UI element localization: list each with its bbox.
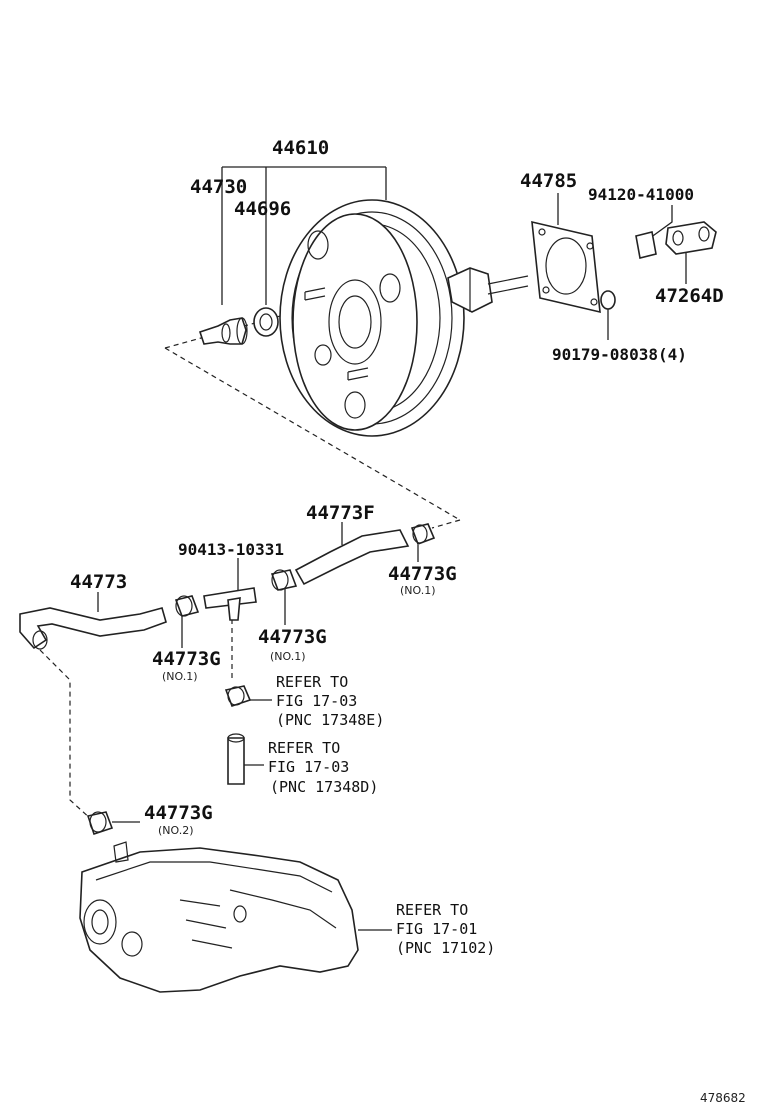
clamp-left	[174, 595, 200, 617]
part-number-44730: 44730	[190, 176, 247, 198]
refer-callout-17348D: REFER TO FIG 17-03 (PNC 17348D)	[268, 739, 378, 796]
gasket-plate	[531, 220, 601, 314]
note-no1-mid: (NO.1)	[270, 650, 306, 663]
note-no1-left: (NO.1)	[162, 670, 198, 683]
hose-44773	[19, 607, 167, 650]
hose-refer-17348D	[227, 733, 245, 785]
refer-line-2: FIG 17-03	[276, 692, 357, 710]
grommet	[253, 307, 279, 337]
note-no1-right: (NO.1)	[400, 584, 436, 597]
part-number-44610: 44610	[272, 137, 329, 159]
intake-manifold	[79, 841, 359, 993]
tee-connector	[203, 587, 257, 621]
clamp-right	[410, 523, 436, 546]
refer-callout-17102: REFER TO FIG 17-01 (PNC 17102)	[396, 901, 495, 957]
refer-line-2: FIG 17-03	[268, 758, 349, 776]
hose-44773F	[294, 529, 410, 586]
clamp-bottom	[86, 811, 114, 836]
assembly-dashed-lines	[39, 304, 461, 821]
leader-lines	[97, 166, 687, 931]
part-number-44773G-left: 44773G	[152, 648, 221, 670]
hardware-top-right	[600, 221, 717, 310]
refer-line-1: REFER TO	[396, 901, 468, 919]
note-no2: (NO.2)	[158, 824, 194, 837]
diagram-id: 478682	[700, 1091, 746, 1105]
part-number-44785: 44785	[520, 170, 577, 192]
brake-booster	[279, 199, 529, 437]
part-number-94120-41000: 94120-41000	[588, 185, 694, 204]
refer-line-1: REFER TO	[268, 739, 340, 757]
refer-line-3: (PNC 17348E)	[276, 711, 384, 729]
part-number-90179-08038: 90179-08038(4)	[552, 345, 687, 364]
refer-line-2: FIG 17-01	[396, 920, 477, 938]
refer-line-3: (PNC 17348D)	[270, 778, 378, 796]
part-number-90413-10331: 90413-10331	[178, 540, 284, 559]
part-number-47264D: 47264D	[655, 285, 724, 307]
part-number-44773G-bottom: 44773G	[144, 802, 213, 824]
check-valve-fitting	[198, 317, 248, 345]
clamp-refer-17348E	[224, 685, 252, 708]
refer-callout-17348E: REFER TO FIG 17-03 (PNC 17348E)	[276, 673, 384, 729]
part-number-44773G-mid: 44773G	[258, 626, 327, 648]
part-number-44773G-right: 44773G	[388, 563, 457, 585]
part-number-44773F: 44773F	[306, 502, 375, 524]
part-number-44773: 44773	[70, 571, 127, 593]
clamp-mid	[270, 569, 298, 591]
part-number-44696: 44696	[234, 198, 291, 220]
refer-line-1: REFER TO	[276, 673, 348, 691]
refer-line-3: (PNC 17102)	[396, 939, 495, 957]
